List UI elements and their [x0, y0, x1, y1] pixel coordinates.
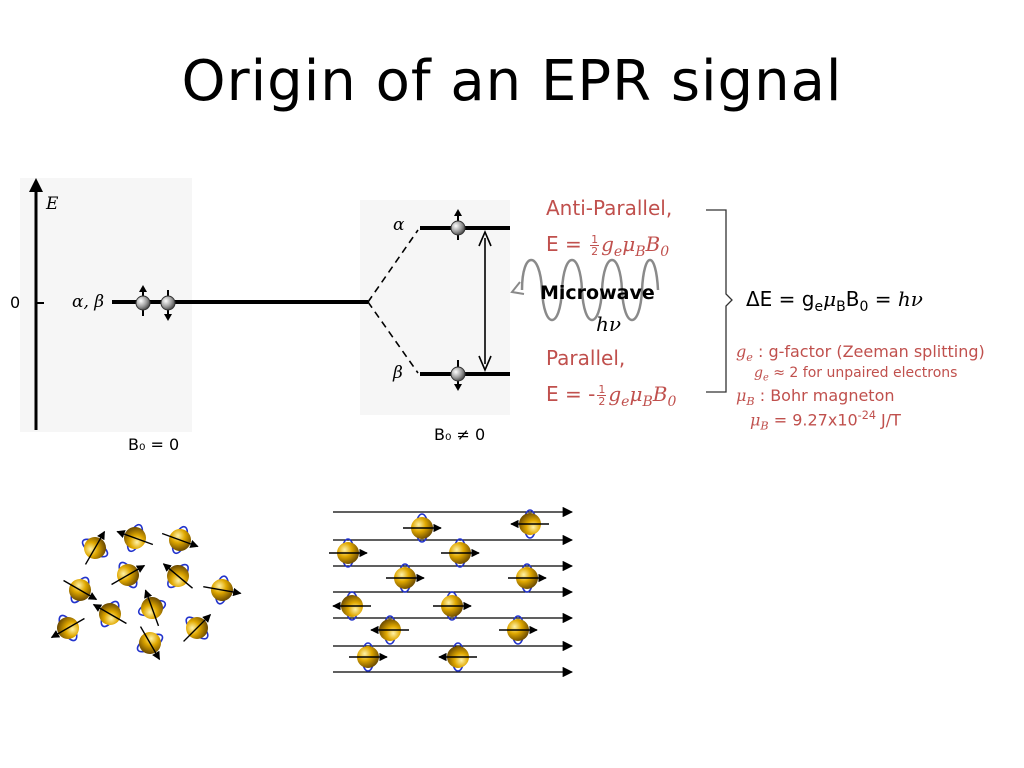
magnetic-field-lines: [333, 506, 574, 678]
random-spin-2: [116, 523, 154, 553]
random-spin-12: [136, 626, 164, 661]
aligned-spin-9: [370, 615, 409, 645]
slide-title: Origin of an EPR signal: [181, 49, 843, 114]
b0-zero-label: B₀ = 0: [128, 435, 180, 454]
ge-definition: ge : g-factor (Zeeman splitting): [736, 342, 985, 364]
mub-value: μB = 9.27x10-24 J/T: [750, 409, 901, 433]
microwave-hv: hν: [596, 312, 622, 336]
aligned-spin-7: [332, 591, 371, 621]
random-spin-9: [137, 589, 167, 627]
random-spin-1: [81, 530, 109, 565]
random-spin-ensemble: [50, 523, 242, 661]
random-spin-6: [63, 576, 98, 604]
spin-down-particle-beta: [450, 360, 466, 391]
random-spin-8: [92, 600, 127, 628]
spin-down-particle-degenerate: [160, 290, 176, 321]
aligned-spin-3: [329, 538, 368, 568]
aligned-spin-2: [510, 509, 549, 539]
spin-up-particle-alpha: [450, 209, 466, 240]
beta-split-dash: [367, 301, 419, 374]
random-spin-4: [111, 561, 146, 589]
random-spin-5: [162, 563, 194, 589]
aligned-spin-1: [403, 513, 442, 543]
aligned-spin-5: [386, 563, 425, 593]
transition-arrow: [478, 229, 492, 373]
beta-label: β: [393, 363, 403, 383]
random-spin-11: [183, 613, 212, 642]
aligned-spin-11: [349, 642, 388, 672]
degenerate-label: α, β: [72, 292, 105, 312]
mub-definition: μB : Bohr magneton: [736, 386, 895, 408]
random-spin-10: [50, 614, 85, 642]
aligned-spin-10: [499, 615, 538, 645]
ge-approx: ge ≈ 2 for unpaired electrons: [754, 365, 958, 384]
energy-axis: [29, 178, 44, 430]
b0-nonzero-label: B₀ ≠ 0: [434, 425, 486, 444]
alpha-label: α: [393, 215, 405, 235]
aligned-spin-4: [441, 538, 480, 568]
anti-parallel-label: Anti-Parallel,: [546, 196, 673, 220]
aligned-spin-ensemble: [329, 509, 549, 672]
microwave-label: Microwave: [540, 282, 655, 304]
right-panel-bg: [360, 200, 510, 415]
alpha-split-dash: [367, 229, 419, 303]
parallel-label: Parallel,: [546, 346, 626, 370]
delta-e-equation: ΔE = geμBB0 = hν: [746, 287, 923, 315]
random-spin-3: [161, 525, 199, 555]
random-spin-7: [203, 575, 242, 605]
energy-axis-label: E: [46, 194, 59, 214]
aligned-spin-12: [438, 642, 477, 672]
zero-label: 0: [10, 293, 21, 312]
microwave-wave: [510, 245, 662, 330]
aligned-spin-8: [433, 591, 472, 621]
aligned-spin-6: [508, 563, 547, 593]
spin-up-particle-degenerate: [135, 285, 151, 316]
bracket: [706, 209, 733, 393]
